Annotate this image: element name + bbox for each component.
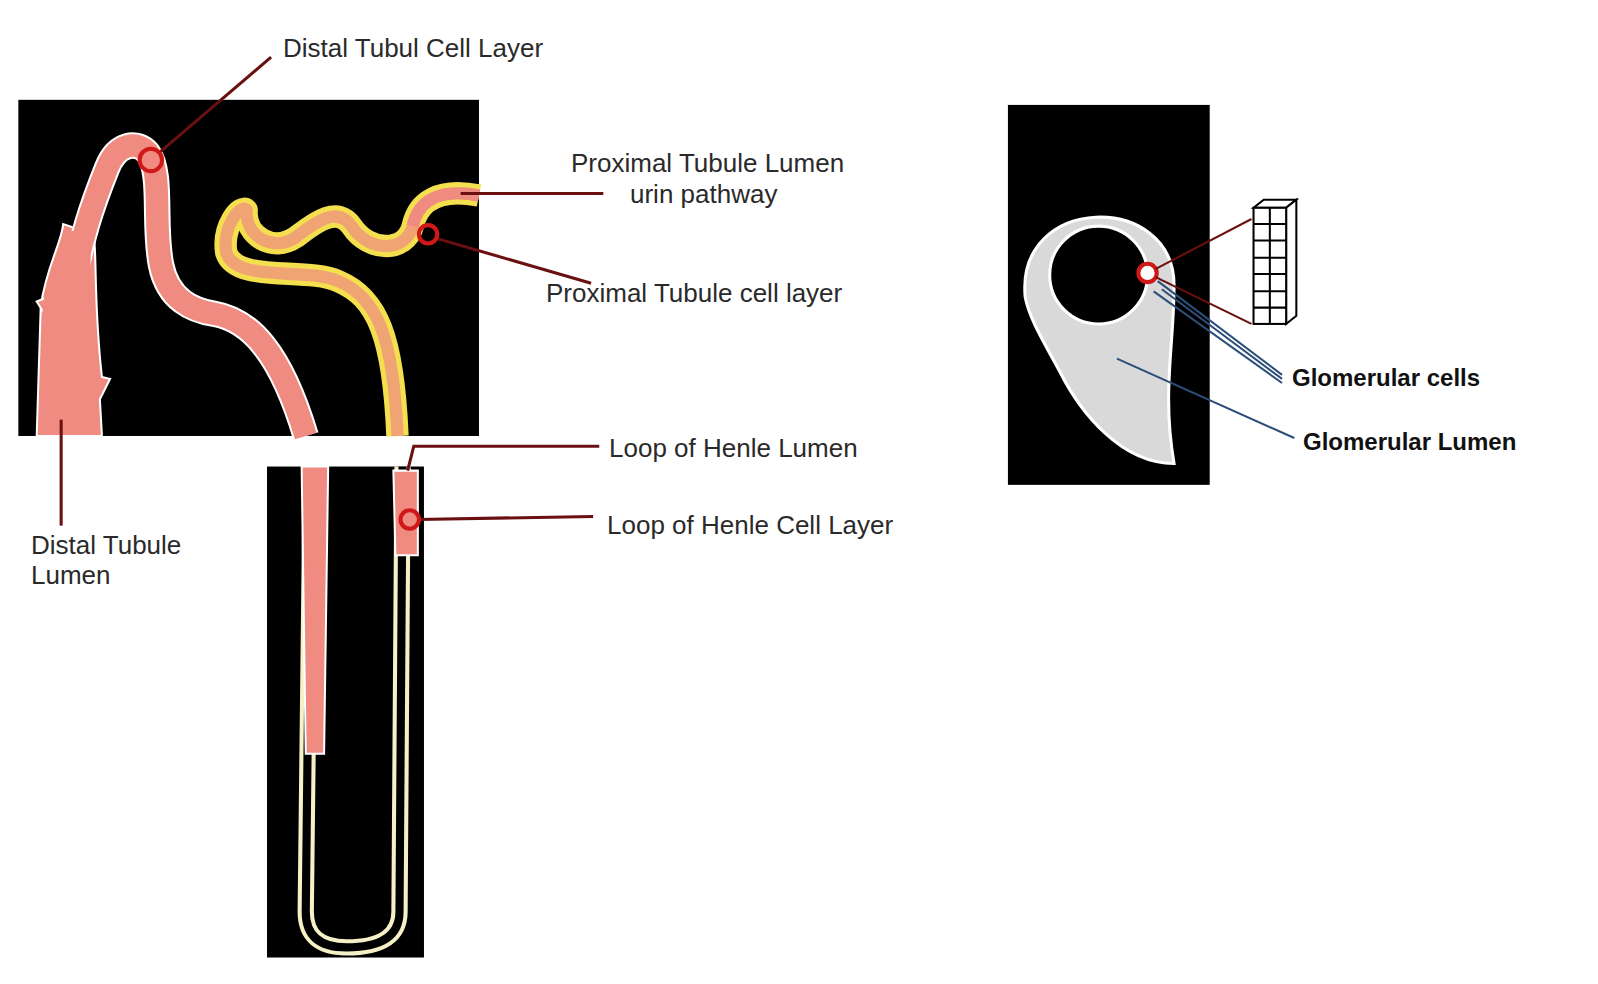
distal-tubule <box>37 146 306 436</box>
part-label: Glomerular Lumen <box>1303 428 1516 456</box>
leader-lines <box>61 57 603 526</box>
cell-stack <box>1254 200 1297 324</box>
part-label: Glomerular cells <box>1292 364 1480 392</box>
part-label: Proximal Tubule Lumen <box>571 149 844 179</box>
proximal-tubule <box>226 193 479 436</box>
loop-of-henle <box>302 467 418 948</box>
glomerular-leaders <box>1117 281 1294 438</box>
glomerulus-panel <box>1008 105 1210 485</box>
part-label: Distal Tubul Cell Layer <box>283 34 543 64</box>
part-label: Proximal Tubule cell layer <box>546 279 842 309</box>
glomerulus <box>1025 200 1297 464</box>
part-label: urin pathway <box>630 180 777 210</box>
part-label: Loop of Henle Cell Layer <box>607 511 893 541</box>
marker-circles <box>140 149 438 529</box>
tubule-panel <box>18 100 479 436</box>
henle-panel <box>267 467 424 958</box>
part-label: Loop of Henle Lumen <box>609 434 858 464</box>
part-label: Distal Tubule Lumen <box>31 531 231 591</box>
